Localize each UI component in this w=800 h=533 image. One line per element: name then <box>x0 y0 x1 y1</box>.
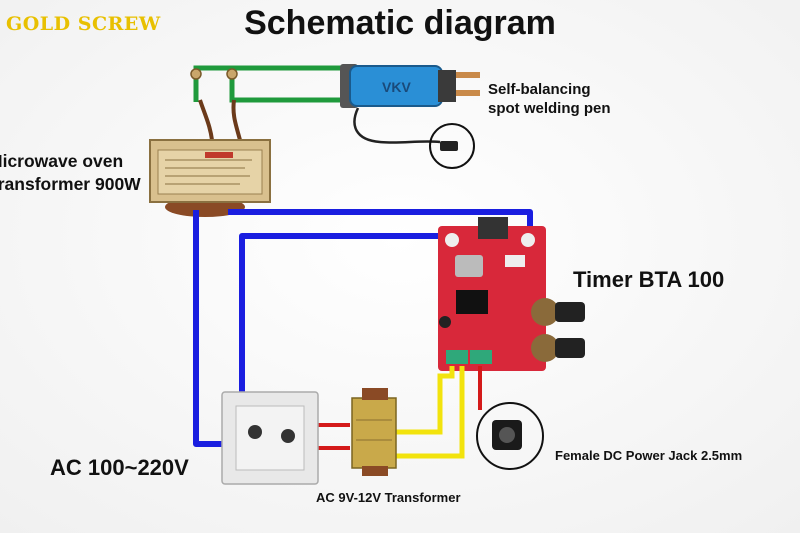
brand-logo: GOLD SCREW <box>6 13 161 35</box>
small-transformer-label: AC 9V-12V Transformer <box>316 490 461 505</box>
microwave-transformer-label: Microwave oven Transformer 900W <box>0 150 141 196</box>
pen-brand-text: VKV <box>382 79 411 95</box>
spot-welding-pen-icon: VKV <box>340 64 480 169</box>
yellow-wires <box>395 366 465 459</box>
pen-label: Self-balancing spot welding pen <box>488 80 611 118</box>
mwo-label-line1: Microwave oven <box>0 151 124 171</box>
small-transformer-icon <box>351 388 397 476</box>
ac-input-label: AC 100~220V <box>50 455 189 480</box>
dc-jack-icon <box>476 402 544 470</box>
pen-label-line2: spot welding pen <box>488 100 611 117</box>
wall-socket-icon <box>221 391 319 485</box>
dc-jack-label: Female DC Power Jack 2.5mm <box>555 448 743 463</box>
timer-label: Timer BTA 100 <box>573 267 725 292</box>
pen-label-line1: Self-balancing <box>488 81 591 98</box>
timer-board-icon <box>438 217 585 371</box>
page-title: Schematic diagram <box>244 4 556 42</box>
microwave-transformer-icon <box>149 139 271 217</box>
transformer-leads <box>190 68 242 141</box>
mwo-label-line2: Transformer 900W <box>0 174 141 194</box>
